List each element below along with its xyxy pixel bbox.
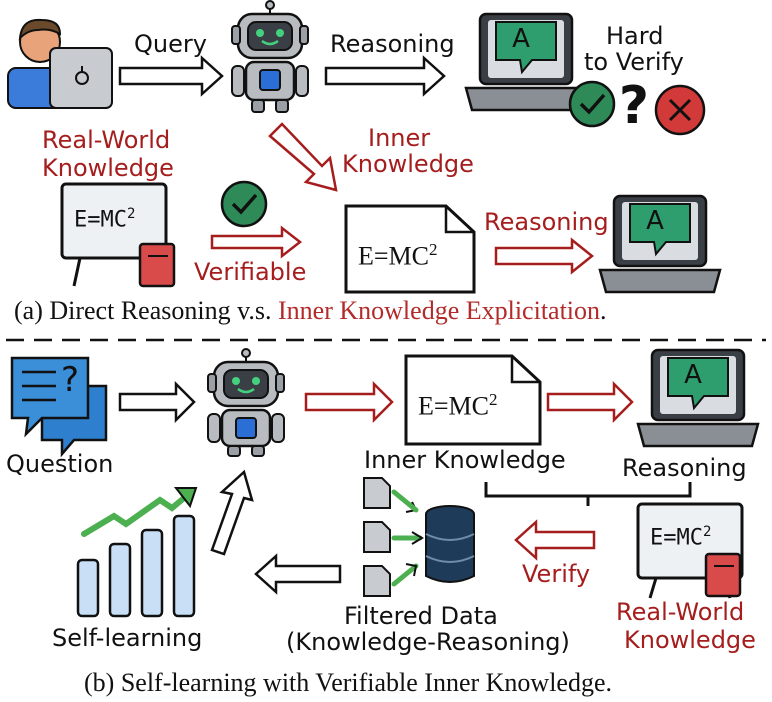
- filtered-data-icon: [363, 477, 475, 597]
- arrow-verify: [514, 519, 596, 561]
- label-filtered-data-2: (Knowledge-Reasoning): [286, 628, 570, 656]
- label-question: Question: [6, 450, 114, 478]
- label-inner-knowledge-2: Knowledge: [342, 150, 474, 178]
- growth-chart-icon: [76, 487, 198, 618]
- caption-b: (b) Self-learning with Verifiable Inner …: [84, 668, 613, 697]
- laptop-answer-icon-top: [464, 12, 588, 112]
- laptop-answer-icon-a: [598, 194, 722, 294]
- arrow-question-robot: [118, 380, 196, 424]
- question-chat-icon: [10, 356, 108, 458]
- label-real-world-knowledge-b-2: Knowledge: [624, 626, 756, 654]
- arrow-query: [118, 55, 224, 97]
- label-verifiable: Verifiable: [194, 258, 307, 286]
- label-query: Query: [134, 30, 207, 58]
- label-filtered-data-1: Filtered Data: [344, 602, 498, 630]
- laptop-answer-icon-b: [636, 348, 760, 448]
- arrow-self-learning-robot: [210, 469, 254, 556]
- document-icon-b: [404, 354, 542, 446]
- laptop-letter-b: A: [684, 360, 702, 390]
- label-verify: Verify: [522, 560, 591, 588]
- verify-bracket: [484, 482, 692, 506]
- label-inner-knowledge-b: Inner Knowledge: [364, 446, 566, 474]
- blackboard-icon-a: [60, 182, 176, 288]
- board-formula-a: E=MC2: [74, 206, 136, 233]
- label-to-verify: to Verify: [584, 48, 684, 76]
- robot-icon-b: [207, 348, 285, 457]
- label-reasoning-b: Reasoning: [622, 454, 747, 482]
- arrow-inner-knowledge: [268, 122, 338, 192]
- user-at-laptop-icon: [7, 18, 113, 109]
- label-self-learning: Self-learning: [52, 624, 203, 652]
- label-real-world-knowledge-a-1: Real-World: [42, 126, 171, 154]
- check-icon-middle: [220, 180, 268, 228]
- arrow-data-self-learning: [254, 553, 342, 595]
- check-icon-top: [568, 80, 616, 128]
- document-icon-a: [344, 204, 476, 294]
- label-real-world-knowledge-a-2: Knowledge: [42, 154, 174, 182]
- label-real-world-knowledge-b-1: Real-World: [616, 598, 745, 626]
- robot-icon-top: [231, 0, 309, 113]
- question-mark-icon: ?: [618, 76, 650, 136]
- label-inner-knowledge-1: Inner: [368, 124, 431, 152]
- laptop-letter-a: A: [646, 206, 664, 236]
- caption-a: (a) Direct Reasoning v.s. Inner Knowledg…: [14, 296, 607, 325]
- arrow-verifiable: [210, 225, 303, 259]
- arrow-document-laptop: [546, 380, 634, 424]
- cross-icon-top: [654, 84, 706, 136]
- label-reasoning-top: Reasoning: [330, 30, 455, 58]
- question-mark-chat: ?: [60, 360, 80, 400]
- label-hard: Hard: [606, 22, 664, 50]
- arrow-reasoning-top: [324, 55, 446, 97]
- document-formula-b: E=MC2: [418, 390, 498, 421]
- blackboard-icon-b: [636, 502, 744, 599]
- label-reasoning-bottom: Reasoning: [484, 208, 609, 236]
- laptop-letter-top: A: [512, 24, 530, 54]
- arrow-reasoning-bottom: [494, 237, 595, 275]
- arrow-robot-document: [304, 380, 394, 424]
- board-formula-b: E=MC2: [650, 524, 712, 551]
- document-formula-a: E=MC2: [358, 240, 438, 271]
